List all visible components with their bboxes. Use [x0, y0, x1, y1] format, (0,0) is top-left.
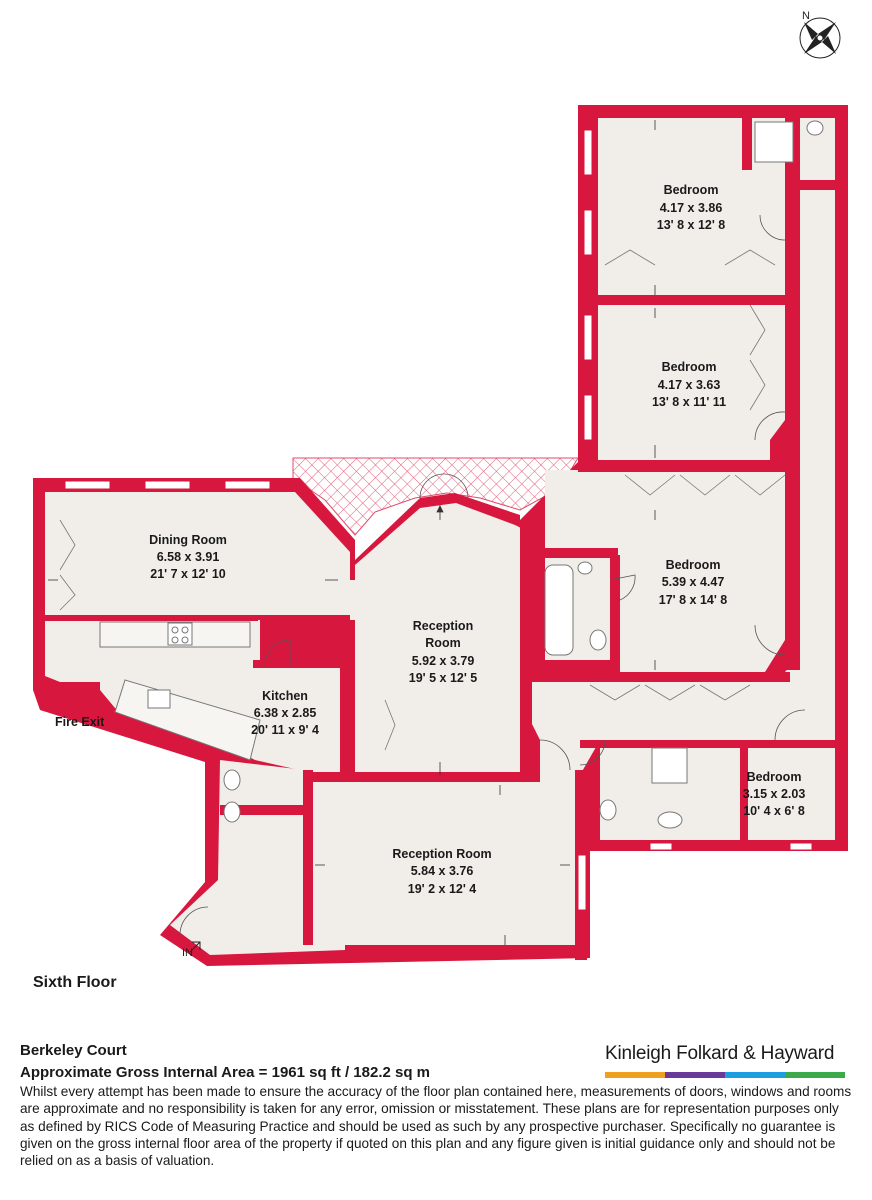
room-imperial: 21' 7 x 12' 10 — [150, 567, 225, 581]
room-imperial: 19' 5 x 12' 5 — [409, 671, 478, 685]
door-swings — [179, 214, 806, 936]
room-labels: Dining Room 6.58 x 3.91 21' 7 x 12' 10 R… — [149, 183, 805, 896]
dimension-arrows — [48, 120, 656, 945]
floor-title: Sixth Floor — [33, 974, 117, 991]
room-name: Bedroom — [662, 360, 717, 374]
room-imperial: 20' 11 x 9' 4 — [251, 723, 319, 737]
room-reception-1: Reception Room 5.92 x 3.79 19' 5 x 12' 5 — [409, 619, 478, 685]
brand-bar-segment — [605, 1072, 665, 1078]
room-imperial: 13' 8 x 12' 8 — [657, 218, 726, 232]
brand-name: Kinleigh Folkard & Hayward — [605, 1043, 835, 1064]
interior-walls — [33, 110, 835, 960]
room-name: Reception — [413, 619, 473, 633]
room-metric: 5.92 x 3.79 — [412, 654, 475, 668]
property-name: Berkeley Court — [20, 1042, 127, 1059]
room-metric: 4.17 x 3.63 — [658, 378, 721, 392]
room-metric: 6.38 x 2.85 — [254, 706, 317, 720]
footer: Berkeley Court Approximate Gross Interna… — [20, 1042, 854, 1169]
room-reception-2: Reception Room 5.84 x 3.76 19' 2 x 12' 4 — [392, 847, 491, 896]
room-name: Bedroom — [747, 770, 802, 784]
room-name-line2: Room — [425, 636, 460, 650]
room-imperial: 13' 8 x 11' 11 — [652, 395, 726, 409]
room-bedroom-1: Bedroom 4.17 x 3.86 13' 8 x 12' 8 — [657, 183, 726, 232]
compass-label: N — [802, 10, 810, 22]
room-name: Kitchen — [262, 689, 308, 703]
brand-bar-segment — [725, 1072, 785, 1078]
brand-bar-segment — [785, 1072, 845, 1078]
room-imperial: 19' 2 x 12' 4 — [408, 882, 477, 896]
room-dining: Dining Room 6.58 x 3.91 21' 7 x 12' 10 — [149, 533, 227, 581]
fire-exit-label: Fire Exit — [55, 715, 105, 729]
room-metric: 6.58 x 3.91 — [157, 550, 220, 564]
room-metric: 5.39 x 4.47 — [662, 575, 725, 589]
entrance-label: IN — [182, 947, 193, 959]
gross-area: Approximate Gross Internal Area = 1961 s… — [20, 1064, 431, 1081]
fixtures — [99, 120, 824, 829]
room-metric: 4.17 x 3.86 — [660, 201, 723, 215]
room-imperial: 17' 8 x 14' 8 — [659, 593, 728, 607]
floor-areas — [45, 118, 835, 955]
entrance-arrow-icon — [189, 941, 201, 953]
room-kitchen: Kitchen 6.38 x 2.85 20' 11 x 9' 4 — [251, 689, 319, 737]
room-metric: 3.15 x 2.03 — [743, 787, 806, 801]
compass-icon: N — [799, 10, 841, 59]
room-name: Reception Room — [392, 847, 491, 861]
floor-plan: N — [33, 10, 848, 966]
room-bedroom-2: Bedroom 4.17 x 3.63 13' 8 x 11' 11 — [652, 360, 726, 409]
brand-bar-segment — [665, 1072, 725, 1078]
room-name: Bedroom — [666, 558, 721, 572]
room-bedroom-4: Bedroom 3.15 x 2.03 10' 4 x 6' 8 — [743, 770, 806, 818]
disclaimer: Whilst every attempt has been made to en… — [20, 1084, 852, 1169]
room-bedroom-3: Bedroom 5.39 x 4.47 17' 8 x 14' 8 — [659, 558, 728, 607]
room-name: Dining Room — [149, 533, 227, 547]
brand-color-bar — [605, 1072, 845, 1078]
wardrobes — [59, 249, 786, 751]
room-name: Bedroom — [664, 183, 719, 197]
room-imperial: 10' 4 x 6' 8 — [743, 804, 805, 818]
windows — [64, 129, 813, 911]
brand-logo: Kinleigh Folkard & Hayward — [605, 1043, 845, 1078]
room-metric: 5.84 x 3.76 — [411, 864, 474, 878]
